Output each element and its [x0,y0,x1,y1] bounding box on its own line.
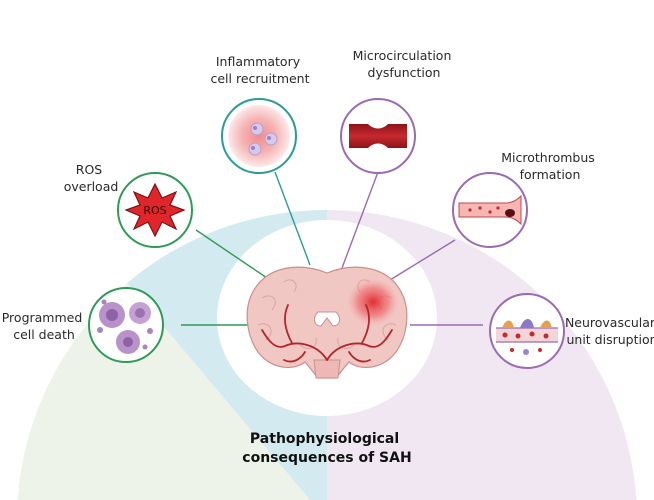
connectors [181,171,483,326]
title-line1: Pathophysiological [250,431,399,447]
connector-microcirculation [341,171,379,269]
thrombus-vessel-icon [458,194,522,226]
label-inflammatory: Inflammatory cell recruitment [210,54,309,86]
inflammatory-cells-icon [228,105,290,167]
label-microthrombus-line1: Microthrombus [501,150,595,165]
node-programmed-cell-death [88,287,164,363]
label-programmed-line1: Programmed [2,310,83,325]
ros-burst-icon: ROS [124,182,186,238]
connector-inflammatory [274,171,311,266]
neurovascular-unit-icon [496,319,558,355]
title-line2: consequences of SAH [242,450,411,466]
labels: Programmed cell death ROS overload Infla… [2,48,654,347]
label-microthrombus: Microthrombus formation [501,150,599,182]
label-microcirculation-line1: Microcirculation [353,48,452,63]
constricted-vessel-icon [349,124,407,148]
diagram-title: Pathophysiological consequences of SAH [242,431,411,466]
label-programmed-line2: cell death [13,327,75,342]
label-inflammatory-line1: Inflammatory [216,54,301,69]
apoptotic-cells-icon [97,299,153,354]
label-microcirculation-line2: dysfunction [368,65,441,80]
label-inflammatory-line2: cell recruitment [210,71,309,86]
label-microthrombus-line2: formation [520,167,581,182]
label-ros-line1: ROS [76,162,103,177]
hemorrhage-spot [347,278,399,326]
node-inflammatory-cell-recruitment [221,98,297,174]
label-neurovascular-line1: Neurovascular [565,315,654,330]
label-ros-line2: overload [64,179,119,194]
brain-hemorrhage-icon [246,266,408,379]
label-programmed-cell-death: Programmed cell death [2,310,87,342]
connector-ros-overload [195,229,271,281]
node-microthrombus-formation [452,172,528,248]
label-microcirculation: Microcirculation dysfunction [353,48,456,80]
node-ros-overload: ROS [117,172,193,248]
node-microcirculation-dysfunction [340,98,416,174]
ros-burst-label: ROS [143,204,166,217]
label-neurovascular: Neurovascular unit disruption [565,315,654,347]
label-ros-overload: ROS overload [64,162,119,194]
node-neurovascular-unit-disruption [489,293,565,369]
label-neurovascular-line2: unit disruption [566,332,654,347]
connector-microthrombus [389,239,456,281]
